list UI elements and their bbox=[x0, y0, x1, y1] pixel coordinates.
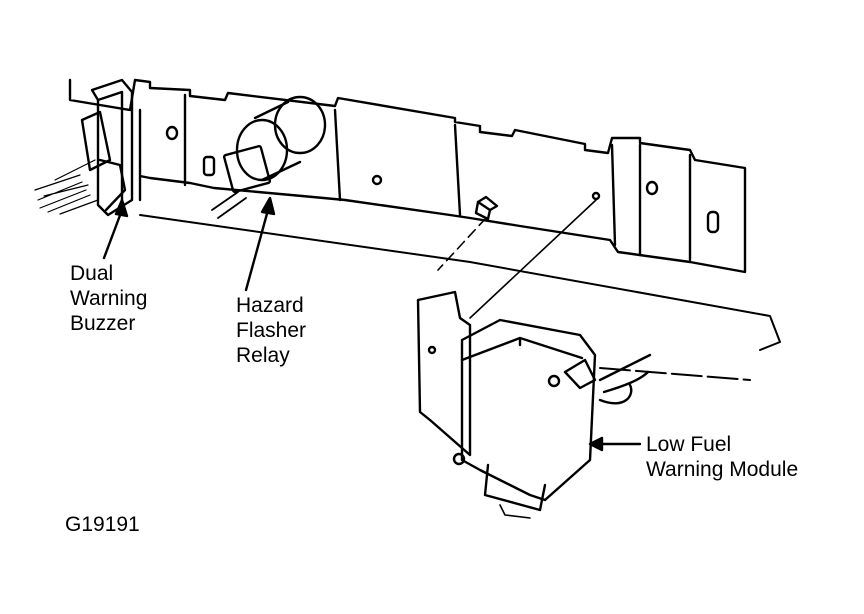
label-dual-warning-buzzer: Dual Warning Buzzer bbox=[70, 261, 147, 336]
label-line: Hazard bbox=[236, 294, 304, 317]
label-line: Warning Module bbox=[646, 458, 799, 481]
label-line: Flasher bbox=[236, 319, 307, 342]
figure-id: G19191 bbox=[65, 513, 140, 536]
label-line: Buzzer bbox=[70, 312, 136, 335]
hazard-flasher-relay bbox=[211, 95, 327, 219]
leader-lines bbox=[102, 196, 642, 452]
label-low-fuel-warning-module: Low Fuel Warning Module bbox=[646, 432, 798, 482]
dual-warning-buzzer bbox=[34, 78, 134, 217]
label-line: Relay bbox=[236, 344, 290, 367]
low-fuel-warning-module bbox=[416, 290, 652, 519]
label-hazard-flasher-relay: Hazard Flasher Relay bbox=[236, 293, 306, 368]
mounting-bracket bbox=[68, 78, 781, 381]
label-line: Dual bbox=[70, 262, 114, 285]
label-line: Warning bbox=[70, 287, 148, 310]
label-line: Low Fuel bbox=[646, 433, 732, 456]
